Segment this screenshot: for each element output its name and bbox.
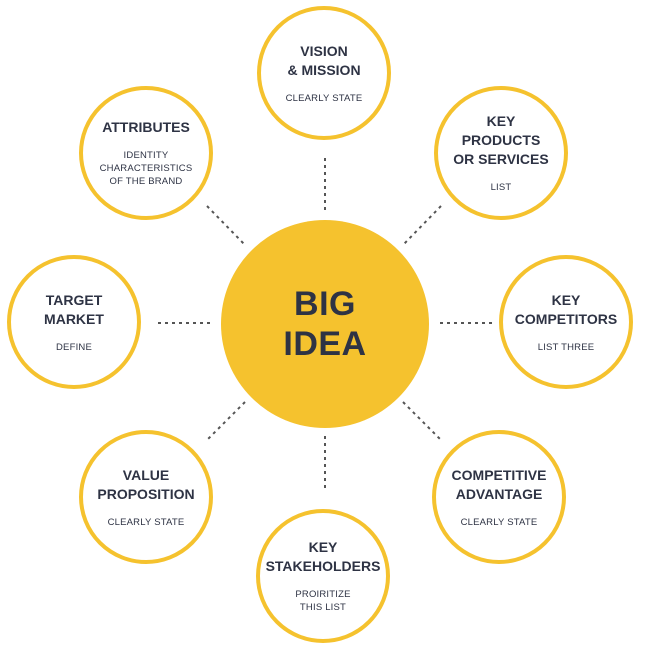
node-key-stakeholders: KEY STAKEHOLDERS PROIRITIZE THIS LIST <box>256 509 390 643</box>
node-title: ATTRIBUTES <box>102 119 190 135</box>
node-competitive-advantage: COMPETITIVE ADVANTAGE CLEARLY STATE <box>432 430 566 564</box>
node-title: KEY STAKEHOLDERS <box>265 539 381 574</box>
node-subtitle: CLEARLY STATE <box>107 516 185 528</box>
connector-advantage <box>402 401 442 441</box>
node-title: KEY PRODUCTS OR SERVICES <box>453 113 549 167</box>
big-idea-center: BIG IDEA <box>221 220 429 428</box>
node-key-products: KEY PRODUCTS OR SERVICES LIST <box>434 86 568 220</box>
node-subtitle: PROIRITIZE THIS LIST <box>295 589 351 613</box>
node-value-proposition: VALUE PROPOSITION CLEARLY STATE <box>79 430 213 564</box>
node-subtitle: DEFINE <box>55 341 93 353</box>
node-title: VALUE PROPOSITION <box>97 466 195 502</box>
node-title: COMPETITIVE ADVANTAGE <box>451 466 547 502</box>
node-subtitle: CLEARLY STATE <box>460 516 538 528</box>
node-subtitle: LIST THREE <box>537 341 595 353</box>
connector-products <box>402 205 442 246</box>
node-target-market: TARGET MARKET DEFINE <box>7 255 141 389</box>
node-title: TARGET MARKET <box>44 291 104 327</box>
node-title: VISION & MISSION <box>287 42 361 78</box>
big-idea-title: BIG IDEA <box>283 285 367 363</box>
node-title: KEY COMPETITORS <box>514 291 618 327</box>
node-key-competitors: KEY COMPETITORS LIST THREE <box>499 255 633 389</box>
node-subtitle: LIST <box>490 182 512 193</box>
node-subtitle: IDENTITY CHARACTERISTICS OF THE BRAND <box>99 150 193 187</box>
connector-value <box>206 401 246 441</box>
node-vision-mission: VISION & MISSION CLEARLY STATE <box>257 6 391 140</box>
node-attributes: ATTRIBUTES IDENTITY CHARACTERISTICS OF T… <box>79 86 213 220</box>
connector-attributes <box>206 205 246 246</box>
node-subtitle: CLEARLY STATE <box>285 92 363 104</box>
